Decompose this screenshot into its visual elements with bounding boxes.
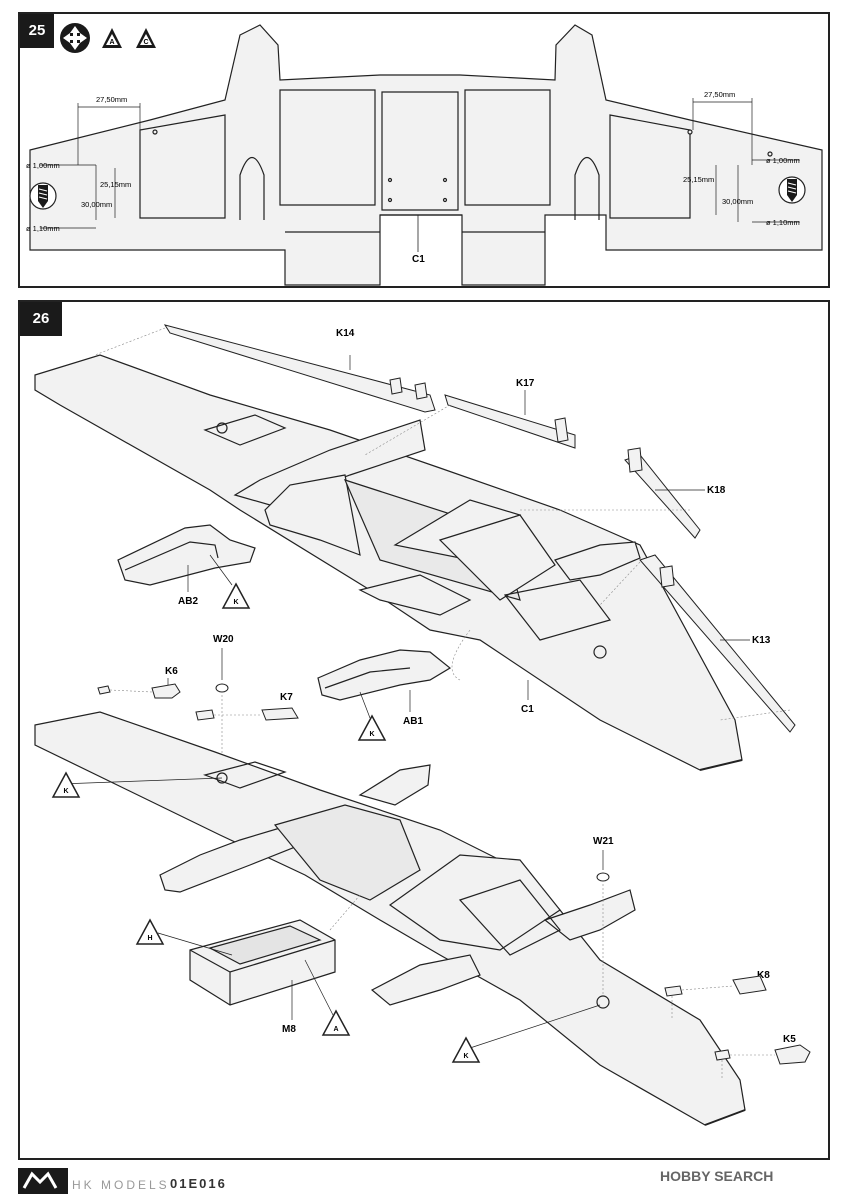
part-k7 — [195, 707, 299, 721]
part-label-w21: W21 — [593, 836, 614, 847]
part-w20 — [215, 683, 229, 693]
dim-left-d100: ø 1,00mm — [26, 161, 60, 170]
part-label-ab1: AB1 — [403, 716, 423, 727]
part-label-k8: K8 — [757, 970, 770, 981]
part-k17 — [444, 394, 576, 449]
part-label-c1: C1 — [521, 704, 534, 715]
part-k14 — [163, 324, 436, 413]
dim-right-d110: ø 1,10mm — [766, 218, 800, 227]
wing-underside — [29, 24, 823, 286]
watermark: HOBBY SEARCH — [660, 1168, 774, 1184]
badge-label-h: H — [147, 935, 152, 942]
upper-wing-assembly — [34, 354, 743, 771]
drill-bit-icon-left — [29, 182, 57, 210]
dim-right-d100: ø 1,00mm — [766, 156, 800, 165]
badge-c-label: C — [143, 39, 148, 46]
badge-c-icon: C — [136, 28, 156, 48]
badge-a-label: A — [109, 39, 114, 46]
step-25-number: 25 — [20, 14, 54, 48]
step-25-diagram: A C — [26, 23, 823, 286]
dim-left-30-00: 30,00mm — [81, 200, 112, 209]
orientation-icon — [60, 23, 90, 53]
badge-label-k-2: K — [369, 731, 374, 738]
part-label-k13: K13 — [752, 635, 771, 646]
part-label-k14: K14 — [336, 328, 355, 339]
dim-left-d110: ø 1,10mm — [26, 224, 60, 233]
step-25-frame — [18, 12, 830, 288]
badge-label-a: A — [333, 1026, 338, 1033]
part-w21 — [596, 872, 610, 882]
dim-right-30-00: 30,00mm — [722, 197, 753, 206]
dimensions-right — [692, 98, 800, 223]
part-m8 — [189, 919, 336, 1006]
badge-a-icon: A — [102, 28, 122, 48]
part-label-w20: W20 — [213, 634, 234, 645]
part-k13 — [639, 554, 796, 733]
part-ab1 — [317, 649, 452, 701]
dim-right-27-50: 27,50mm — [704, 90, 735, 99]
part-label-k6: K6 — [165, 666, 178, 677]
dimensions-left — [40, 103, 141, 229]
dim-right-25-15: 25,15mm — [683, 175, 714, 184]
step-26-number: 26 — [20, 302, 62, 336]
part-k5 — [714, 1044, 811, 1065]
hk-logo-icon — [18, 1168, 68, 1194]
part-k18 — [624, 447, 701, 539]
badge-label-k-3: K — [63, 788, 68, 795]
lower-wing-assembly — [34, 711, 746, 1126]
dim-left-25-15: 25,15mm — [100, 180, 131, 189]
part-k8 — [664, 975, 767, 997]
footer-brand: HK MODELS — [72, 1178, 170, 1192]
drill-bit-icon-right — [778, 176, 806, 204]
part-label-m8: M8 — [282, 1024, 296, 1035]
footer-code: 01E016 — [170, 1176, 227, 1191]
dim-left-27-50: 27,50mm — [96, 95, 127, 104]
part-label-ab2: AB2 — [178, 596, 198, 607]
part-k6 — [97, 683, 181, 699]
part-label-k17: K17 — [516, 378, 535, 389]
part-label-k5: K5 — [783, 1034, 796, 1045]
step-26-frame — [18, 300, 830, 1160]
part-label-c1-step25: C1 — [412, 254, 425, 265]
badge-label-k-4: K — [463, 1053, 468, 1060]
part-label-k18: K18 — [707, 485, 726, 496]
part-ab2 — [117, 524, 256, 586]
part-label-k7: K7 — [280, 692, 293, 703]
step-26-diagram: K14 K17 K18 K13 AB2 — [34, 324, 811, 1126]
badge-label-k-1: K — [233, 599, 238, 606]
